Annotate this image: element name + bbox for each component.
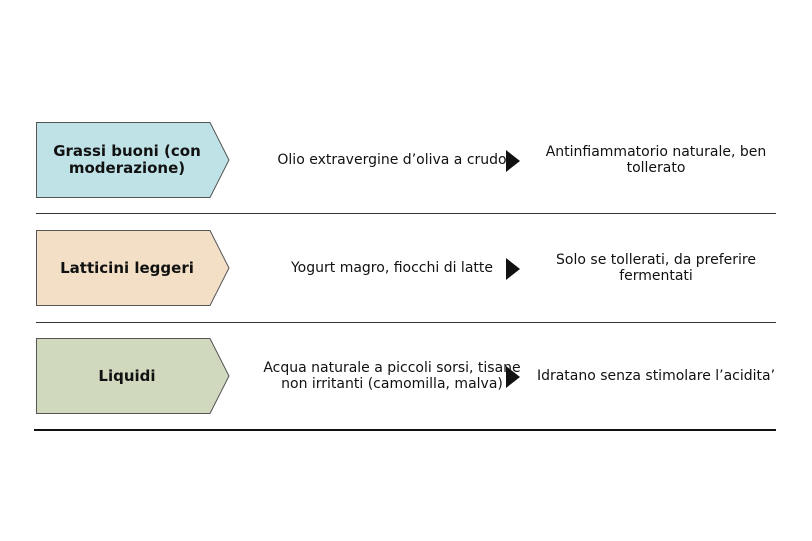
category-tag: Latticini leggeri	[36, 230, 230, 306]
benefit-note: Solo se tollerati, da preferire fermenta…	[556, 252, 756, 284]
triangle-right-icon	[506, 150, 520, 172]
food-example: Acqua naturale a piccoli sorsi, tisane n…	[263, 360, 521, 392]
chevron-shape	[36, 122, 230, 198]
triangle-right-icon	[506, 366, 520, 388]
triangle-right-icon	[506, 258, 520, 280]
chevron-shape	[36, 338, 230, 414]
category-label: Latticini leggeri	[60, 258, 194, 277]
row-divider	[36, 322, 776, 323]
benefit-note: Antinfiammatorio naturale, ben tollerato	[545, 144, 767, 176]
bottom-divider	[34, 429, 776, 431]
category-tag: Liquidi	[36, 338, 230, 414]
row-good-fats: Grassi buoni (con moderazione) Olio extr…	[36, 122, 776, 200]
row-light-dairy: Latticini leggeri Yogurt magro, fiocchi …	[36, 230, 776, 308]
category-label: Grassi buoni (con moderazione)	[53, 142, 201, 177]
food-example: Yogurt magro, fiocchi di latte	[290, 260, 493, 276]
benefit-note: Idratano senza stimolare l’acidita’	[536, 368, 776, 384]
chevron-shape	[36, 230, 230, 306]
row-liquids: Liquidi Acqua naturale a piccoli sorsi, …	[36, 338, 776, 416]
food-example: Olio extravergine d’oliva a crudo	[277, 152, 507, 168]
row-divider	[36, 213, 776, 214]
category-tag: Grassi buoni (con moderazione)	[36, 122, 230, 198]
category-label: Liquidi	[98, 366, 156, 385]
